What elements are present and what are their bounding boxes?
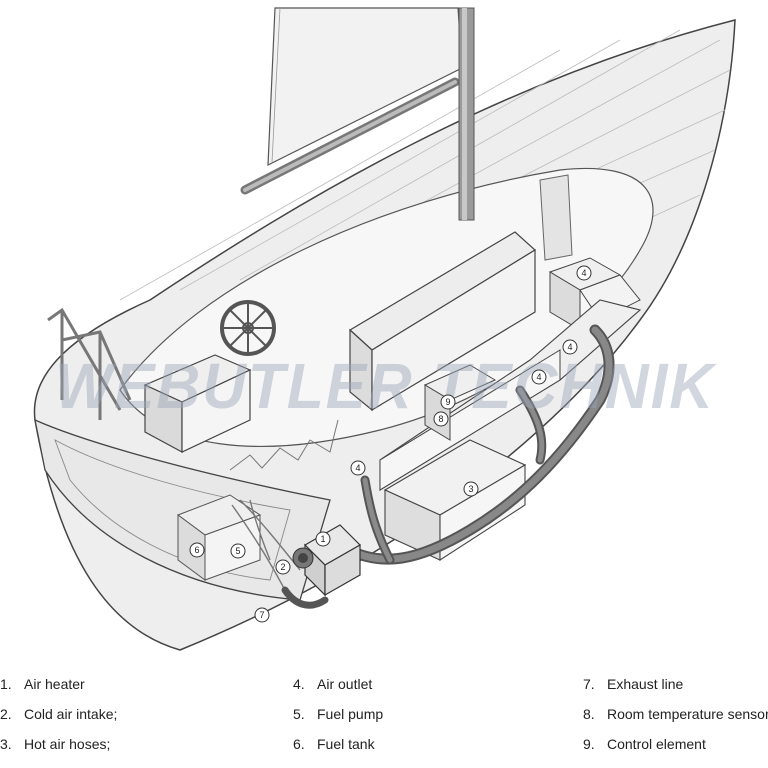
cabin-block <box>348 231 536 412</box>
legend-item-7: 7.Exhaust line <box>583 676 684 692</box>
callout-3: 3 <box>463 481 479 497</box>
legend-item-2: 2.Cold air intake; <box>0 706 118 722</box>
svg-text:7: 7 <box>259 610 264 620</box>
svg-text:6: 6 <box>194 545 199 555</box>
callout-8: 8 <box>433 411 449 427</box>
legend-item-3: 3.Hot air hoses; <box>0 736 111 752</box>
svg-text:4: 4 <box>567 342 572 352</box>
legend-item-1: 1.Air heater <box>0 676 85 692</box>
legend-item-4: 4.Air outlet <box>293 676 373 692</box>
watermark: WEBUTLER TECHNIK <box>55 350 718 422</box>
svg-text:4: 4 <box>355 463 360 473</box>
svg-text:2: 2 <box>280 562 285 572</box>
callout-4a: 4 <box>350 460 366 476</box>
callout-7: 7 <box>254 607 270 623</box>
callouts: 1 2 3 4 4 4 4 5 6 7 8 9 <box>189 265 592 623</box>
svg-text:9: 9 <box>445 397 450 407</box>
bench-seat <box>143 354 252 454</box>
hot-air-hoses <box>334 324 615 565</box>
svg-text:4: 4 <box>581 268 586 278</box>
legend-item-6: 6.Fuel tank <box>293 736 375 752</box>
callout-4c: 4 <box>562 339 578 355</box>
air-heater-unit <box>292 524 361 597</box>
callout-5: 5 <box>230 543 246 559</box>
svg-text:8: 8 <box>438 414 443 424</box>
legend-item-5: 5.Fuel pump <box>293 706 384 722</box>
callout-4b: 4 <box>531 369 547 385</box>
callout-6: 6 <box>189 542 205 558</box>
callout-4d: 4 <box>576 265 592 281</box>
boat-heating-diagram: WEBUTLER TECHNIK 1 2 3 4 4 4 4 5 6 7 8 9 <box>33 7 736 651</box>
callout-2: 2 <box>275 559 291 575</box>
callout-1: 1 <box>315 531 331 547</box>
callout-9: 9 <box>440 394 456 410</box>
svg-text:5: 5 <box>235 546 240 556</box>
svg-text:3: 3 <box>468 484 473 494</box>
legend: 1.Air heater 2.Cold air intake; 3.Hot ai… <box>0 672 768 762</box>
legend-item-8: 8.Room temperature sensor <box>583 706 768 722</box>
svg-text:1: 1 <box>320 534 325 544</box>
svg-text:4: 4 <box>536 372 541 382</box>
exhaust-silencer <box>281 586 329 609</box>
stern-rail <box>47 307 132 420</box>
steering-wheel <box>220 300 276 356</box>
legend-item-9: 9.Control element <box>583 736 706 752</box>
